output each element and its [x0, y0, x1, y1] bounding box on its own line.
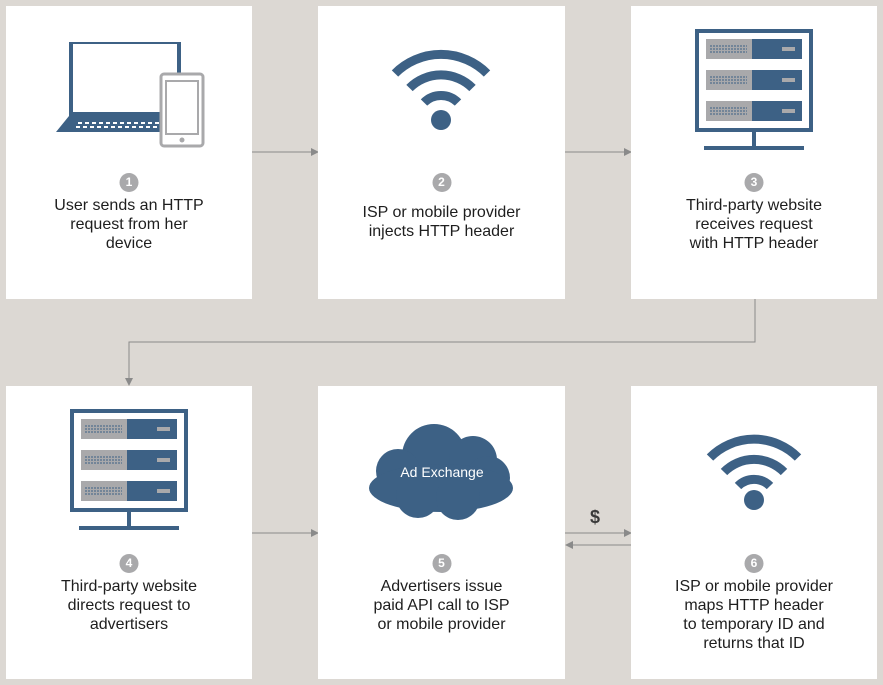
server-icon — [70, 409, 188, 530]
step-description: Advertisers issue paid API call to ISP o… — [373, 578, 510, 633]
step-number: 5 — [432, 554, 451, 573]
step-description: ISP or mobile provider injects HTTP head… — [362, 204, 521, 240]
step-card-5: Ad Exchange 5 Advertisers issue paid API… — [318, 386, 565, 679]
step-card-6: 6 ISP or mobile provider maps HTTP heade… — [631, 386, 877, 679]
step-card-4: 4 Third-party website directs request to… — [6, 386, 252, 679]
cloud-label: Ad Exchange — [400, 464, 483, 480]
step-description: Third-party website directs request to a… — [60, 578, 198, 633]
step-card-2: 2 ISP or mobile provider injects HTTP he… — [318, 6, 565, 299]
step-number: 1 — [119, 173, 139, 192]
cloud-icon: Ad Exchange — [369, 424, 513, 520]
step-card-1: 1 User sends an HTTP request from her de… — [6, 6, 252, 299]
wifi-icon — [391, 49, 491, 130]
step-card-3: 3 Third-party website receives request w… — [631, 6, 877, 299]
payment-label: $ — [590, 507, 601, 527]
step-description: Third-party website receives request wit… — [685, 197, 823, 252]
wifi-icon — [706, 434, 802, 510]
step-number: 3 — [744, 173, 764, 192]
server-icon — [695, 29, 813, 150]
step-number: 4 — [119, 554, 139, 573]
laptop-phone-icon — [56, 42, 205, 148]
arrow-3-to-4 — [125, 299, 756, 386]
step-number: 2 — [432, 173, 451, 192]
step-number: 6 — [744, 554, 764, 573]
step-description: User sends an HTTP request from her devi… — [54, 197, 204, 252]
step-description: ISP or mobile provider maps HTTP header … — [675, 578, 833, 652]
